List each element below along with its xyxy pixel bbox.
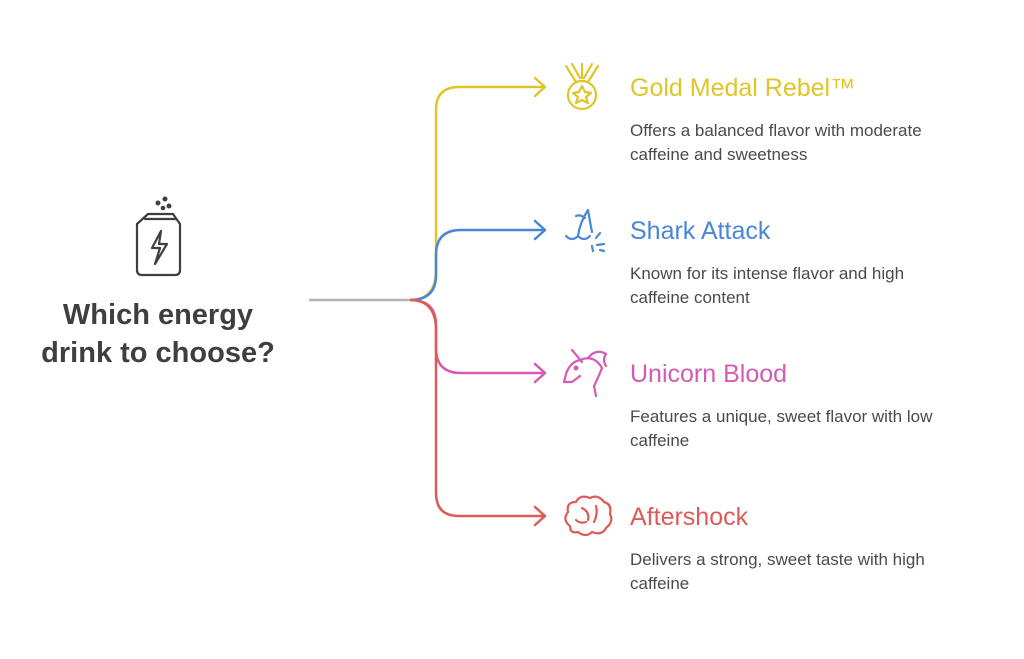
option-title-shark-attack: Shark Attack [630,217,771,245]
branch-connector-unicorn-blood [409,298,544,375]
option-description-aftershock: Delivers a strong, sweet taste with high… [630,548,1010,596]
option-description-line: Known for its intense flavor and high [630,264,905,283]
brain-explosion-icon [564,495,613,537]
option-description-line: Features a unique, sweet flavor with low [630,407,933,426]
option-description-line: caffeine [630,574,690,593]
branch-connector-aftershock [409,298,544,518]
option-title-aftershock: Aftershock [630,503,749,531]
option-description-line: Offers a balanced flavor with moderate [630,121,922,140]
arrowhead-aftershock [533,505,547,527]
option-description-line: caffeine [630,431,690,450]
option-description-unicorn-blood: Features a unique, sweet flavor with low… [630,405,1010,453]
option-title-unicorn-blood: Unicorn Blood [630,360,788,388]
branch-connector-shark-attack [409,228,544,302]
arrowhead-gold-medal-rebel [533,76,547,98]
option-description-line: caffeine and sweetness [630,145,808,164]
diagram-question: Which energy drink to choose? [20,296,296,372]
option-description-line: caffeine content [630,288,750,307]
option-description-gold-medal-rebel: Offers a balanced flavor with moderate c… [630,119,1010,167]
arrowhead-unicorn-blood [533,362,547,384]
question-line-1: Which energy [62,299,254,331]
gold-medal-icon [564,62,600,111]
option-description-shark-attack: Known for its intense flavor and high ca… [630,262,1010,310]
branch-connector-gold-medal-rebel [409,85,544,302]
arrowhead-shark-attack [533,219,547,241]
option-title-gold-medal-rebel: Gold Medal Rebel™ [630,74,856,102]
shark-icon [564,208,606,253]
question-line-2: drink to choose? [41,337,275,369]
unicorn-icon [562,348,608,398]
energy-drink-can-icon [135,196,182,277]
option-description-line: Delivers a strong, sweet taste with high [630,550,925,569]
